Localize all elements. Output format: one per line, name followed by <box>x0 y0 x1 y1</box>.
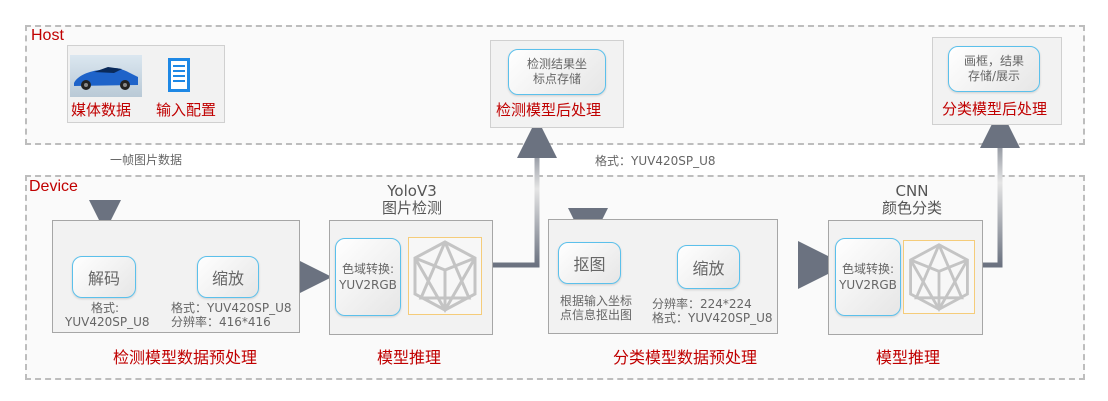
polyhedron-model-icon <box>903 240 975 314</box>
cls-postprocess-label: 分类模型后处理 <box>942 100 1048 118</box>
arrow-infer-to-clspost <box>980 108 1020 268</box>
det-postprocess-panel: 检测结果坐 标点存储 检测模型后处理 <box>490 40 624 128</box>
crop-format-edge-label: 格式：YUV420SP_U8 <box>595 154 716 168</box>
det-infer-title: YoloV3 图片检测 <box>381 182 442 217</box>
host-input-panel: 媒体数据 输入配置 <box>67 45 225 123</box>
media-data-label: 媒体数据 <box>71 101 132 119</box>
resize-note-det: 格式：YUV420SP_U8 分辨率：416*416 <box>171 301 292 329</box>
det-postprocess-label: 检测模型后处理 <box>496 101 602 119</box>
det-preprocess-panel: 解码 格式: YUV420SP_U8 缩放 格式：YUV420SP_U8 分辨率… <box>52 220 300 333</box>
csc-node-det[interactable]: 色域转换: YUV2RGB <box>335 238 401 316</box>
frame-data-edge-label: 一帧图片数据 <box>110 153 183 167</box>
car-image-icon <box>70 55 142 97</box>
det-infer-panel: 色域转换: YUV2RGB <box>329 220 493 335</box>
draw-box-store-node[interactable]: 画框，结果 存储/展示 <box>948 46 1040 92</box>
host-zone-label: Host <box>31 27 64 44</box>
input-config-label: 输入配置 <box>156 101 217 119</box>
document-icon <box>168 58 190 92</box>
cls-postprocess-panel: 画框，结果 存储/展示 分类模型后处理 <box>932 37 1062 125</box>
det-preprocess-label: 检测模型数据预处理 <box>113 348 258 367</box>
cls-infer-panel: 色域转换: YUV2RGB <box>828 220 983 335</box>
det-infer-label: 模型推理 <box>377 348 442 367</box>
cls-preprocess-label: 分类模型数据预处理 <box>613 348 758 367</box>
resize-note-cls: 分辨率：224*224 格式：YUV420SP_U8 <box>652 297 773 325</box>
crop-note: 根据输入坐标 点信息抠出图 <box>560 294 633 322</box>
cls-infer-title: CNN 颜色分类 <box>881 182 942 217</box>
decode-node[interactable]: 解码 <box>72 256 136 298</box>
arrow-infer-to-detpost <box>493 118 557 268</box>
resize-node-det[interactable]: 缩放 <box>197 256 259 298</box>
crop-node[interactable]: 抠图 <box>558 242 621 284</box>
decode-note: 格式: YUV420SP_U8 <box>65 301 150 329</box>
cls-infer-label: 模型推理 <box>876 348 941 367</box>
resize-node-cls[interactable]: 缩放 <box>677 245 740 289</box>
device-zone-label: Device <box>29 178 78 195</box>
cls-preprocess-panel: 抠图 根据输入坐标 点信息抠出图 缩放 分辨率：224*224 格式：YUV42… <box>548 219 778 334</box>
det-result-store-node[interactable]: 检测结果坐 标点存储 <box>508 49 606 95</box>
csc-node-cls[interactable]: 色域转换: YUV2RGB <box>835 238 901 316</box>
polyhedron-model-icon <box>408 237 482 315</box>
